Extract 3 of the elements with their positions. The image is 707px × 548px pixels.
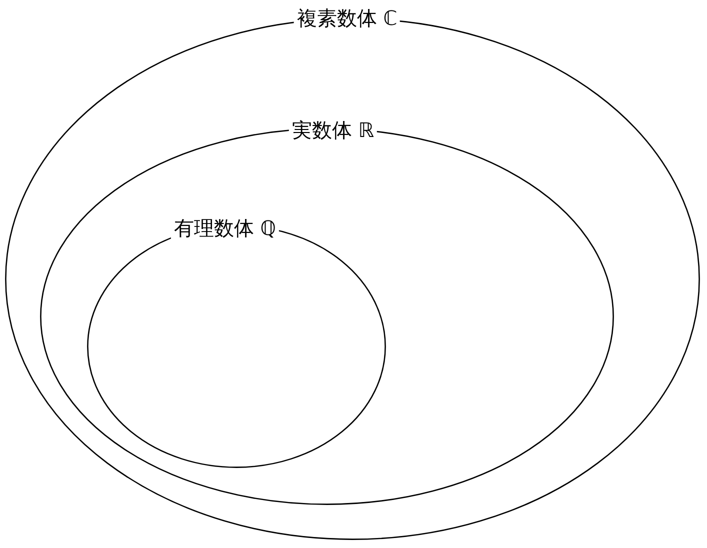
set-label: 有理数体 ℚ — [170, 216, 280, 240]
set-label: 実数体 ℝ — [288, 118, 378, 142]
set-label: 複素数体 ℂ — [294, 6, 400, 30]
